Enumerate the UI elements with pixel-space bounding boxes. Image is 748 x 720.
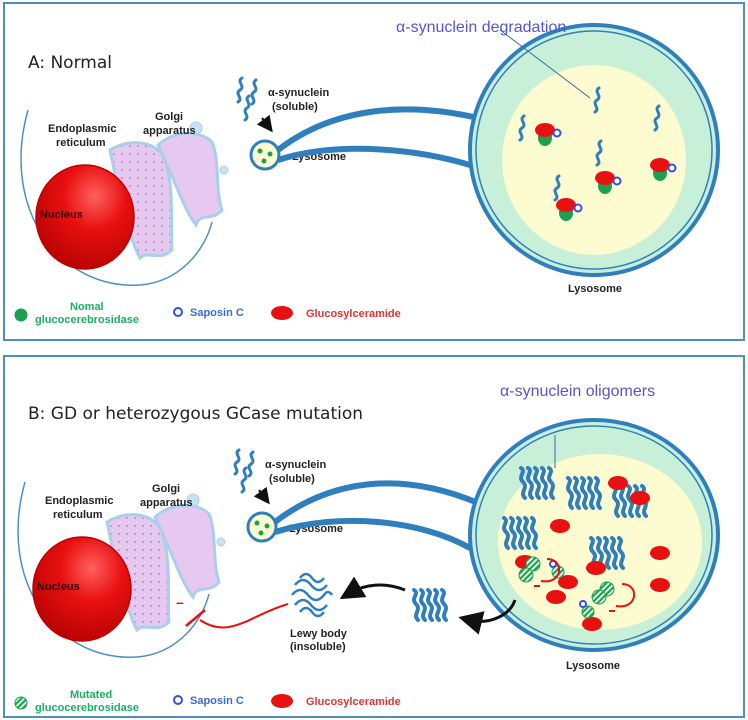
big-lysosome-a [276, 23, 720, 277]
gcase-complex [535, 123, 562, 146]
golgi-vesicle [189, 121, 203, 135]
mutated-gcase [579, 600, 595, 619]
glucosylceramide [558, 575, 578, 589]
er-label-1: Endoplasmic [48, 123, 116, 135]
synuclein-label-2: (soluble) [269, 473, 315, 485]
mutated-gcase [525, 556, 541, 572]
glucosylceramide [546, 590, 566, 604]
small-lysosome [246, 511, 278, 543]
glucosylceramide [630, 491, 650, 505]
er-label-1: Endoplasmic [45, 495, 113, 507]
lewy-body-label-2: (insoluble) [290, 641, 346, 653]
uptake-arrow [256, 114, 273, 133]
synuclein-label-1: α-synuclein [268, 87, 329, 99]
glucosylceramide [608, 476, 628, 490]
small-lysosome [249, 139, 281, 171]
legend-gcase-label-1: Nomal [70, 301, 104, 313]
nucleus [35, 164, 135, 270]
panel-a: A: Normal Nucleus Endoplasmic reticulum … [3, 2, 745, 341]
uptake-arrow [253, 486, 270, 505]
glucosylceramide [650, 578, 670, 592]
inhibition-line [199, 603, 289, 629]
mutated-gcase-icon [14, 696, 28, 710]
cell-b: Nucleus Endoplasmic reticulum Golgi appa… [17, 448, 343, 658]
golgi-label-1: Golgi [155, 111, 183, 123]
glucosylceramide-icon [271, 694, 293, 708]
glucosylceramide [586, 561, 606, 575]
feedback-inhibition [615, 583, 636, 608]
legend-glucosylceramide-label: Glucosylceramide [306, 696, 401, 708]
synuclein-label-2: (soluble) [272, 101, 318, 113]
golgi-label-2: apparatus [140, 497, 193, 509]
mutated-gcase [591, 589, 607, 605]
legend-saposin-label: Saposin C [190, 695, 244, 707]
gcase-complex [650, 158, 677, 181]
golgi-vesicle [186, 493, 200, 507]
saposin-icon [173, 695, 183, 705]
legend-gcase-label-1: Mutated [70, 689, 112, 701]
release-arrow [458, 599, 517, 635]
saposin-icon [173, 307, 183, 317]
inhibition-bar [185, 609, 206, 627]
callout-line-a [499, 29, 591, 99]
callout-oligomers: α-synuclein oligomers [500, 383, 655, 400]
legend-saposin-label: Saposin C [190, 307, 244, 319]
nucleus [32, 536, 132, 642]
inhibition-sign: – [176, 594, 184, 610]
golgi-apparatus [153, 503, 221, 601]
golgi-label-1: Golgi [152, 483, 180, 495]
callout-degradation: α-synuclein degradation [396, 19, 566, 36]
er-label-2: reticulum [53, 509, 103, 521]
aggregation-arrow [339, 576, 406, 600]
big-lysosome-label-a: Lysosome [568, 283, 622, 295]
glucosylceramide [650, 546, 670, 560]
panel-a-title: A: Normal [28, 53, 112, 73]
mutated-gcase [518, 567, 534, 583]
gcase-complex [556, 198, 583, 221]
cell-membrane [17, 481, 210, 658]
lewy-body [291, 572, 334, 618]
gcase-complex [595, 171, 622, 194]
synuclein-label-1: α-synuclein [265, 459, 326, 471]
big-lysosome-label-b: Lysosome [566, 660, 620, 672]
golgi-label-2: apparatus [143, 125, 196, 137]
normal-gcase-icon [14, 308, 28, 322]
glucosylceramide [550, 519, 570, 533]
er-label-2: reticulum [56, 137, 106, 149]
nucleus-label: Nucleus [37, 581, 80, 593]
panel-b-title: B: GD or heterozygous GCase mutation [28, 404, 363, 424]
cell-membrane [20, 109, 213, 286]
golgi-vesicle [219, 165, 229, 175]
glucosylceramide [582, 617, 602, 631]
legend-gcase-label-2: glucocerebrosidase [35, 314, 139, 326]
legend-glucosylceramide-label: Glucosylceramide [306, 308, 401, 320]
glucosylceramide-icon [271, 306, 293, 320]
legend-gcase-label-2: glucocerebrosidase [35, 702, 139, 714]
feedback-inhibition [540, 558, 561, 583]
nucleus-label: Nucleus [40, 209, 83, 221]
cell-a: Nucleus Endoplasmic reticulum Golgi appa… [20, 76, 346, 286]
golgi-vesicle [216, 537, 226, 547]
golgi-apparatus [156, 131, 224, 229]
panel-b: B: GD or heterozygous GCase mutation Nuc… [3, 355, 745, 718]
lewy-body-label-1: Lewy body [290, 628, 348, 640]
